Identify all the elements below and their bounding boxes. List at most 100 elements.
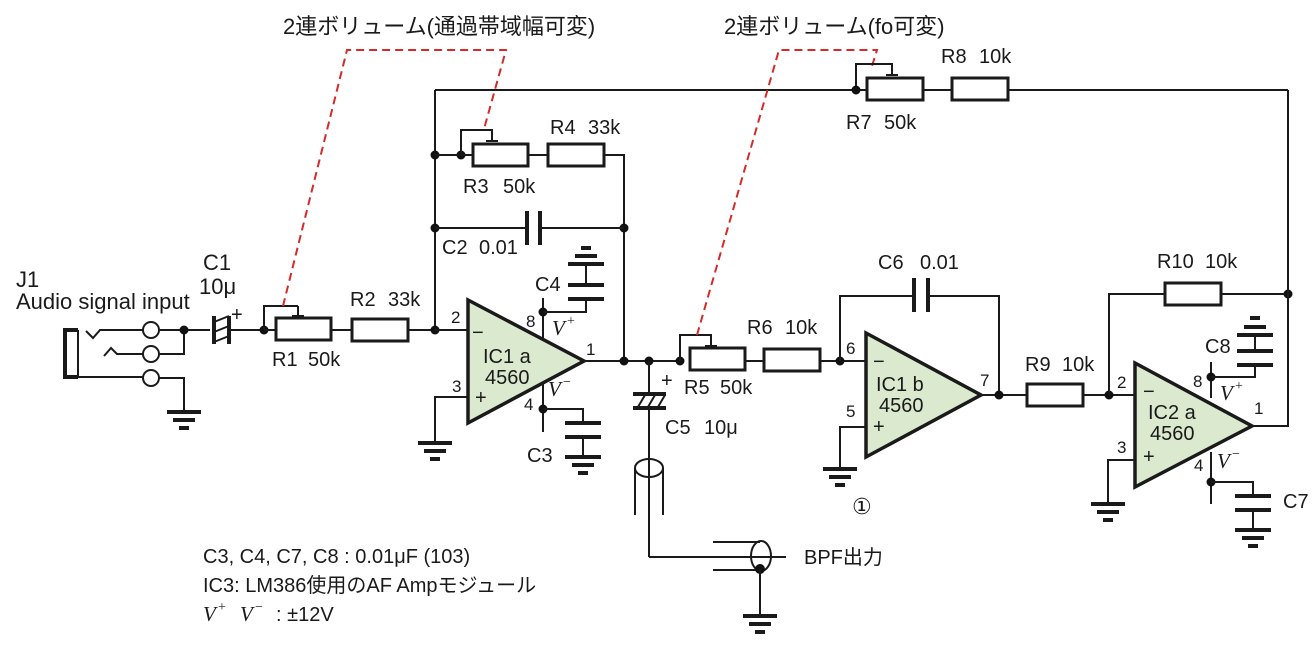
ic1a-pin-out: 1 [586,340,595,359]
wire [1107,459,1135,504]
j1-ref-label: J1 [16,267,39,292]
ic1a-pin-noninv: 3 [452,377,461,396]
junction-dot [851,85,861,95]
jack-terminal-sleeve [142,369,160,387]
potentiometer-r5 [679,334,747,372]
r8-ref-label: R8 [941,46,967,68]
r9-value-label: 10k [1062,354,1095,376]
ic1a-pin-vp: 8 [526,312,535,331]
capacitor-c6 [839,278,1000,395]
opamp-ic2a [1133,360,1256,490]
c4-ref-label: C4 [535,274,561,296]
resistor-r6 [762,347,822,373]
junction-dot [619,356,629,366]
r3-value-label: 50k [503,176,536,198]
ground-symbol [743,614,777,634]
note-capacitor-values: C3, C4, C7, C8 : 0.01μF (103) [203,546,470,568]
ic2a-vminus-label: V [1217,449,1232,473]
ic2a-vminus-sup: − [1232,447,1240,462]
gang-bandwidth-label: 2連ボリューム(通過帯域幅可変) [283,14,595,39]
r6-ref-label: R6 [747,317,773,339]
resistor-r9 [1025,382,1085,408]
wire [839,426,866,469]
ground-symbol [167,410,201,430]
ic1a-pin-vn: 4 [524,395,533,414]
c6-ref-label: C6 [878,252,904,274]
opamp-ic1b [864,330,985,460]
r9-ref-label: R9 [1025,354,1051,376]
r10-ref-label: R10 [1157,251,1194,273]
jack-terminal-tip [142,321,160,339]
wire [543,300,587,313]
wire [1108,293,1165,395]
ic1a-name: IC1 a [483,346,532,368]
wire [604,154,625,361]
c8-ref-label: C8 [1205,336,1231,358]
ic1a-vplus-sup: + [567,314,575,329]
note-vplus-sup: + [218,600,226,615]
note-vminus: V [240,602,255,626]
c1-value-label: 10μ [199,274,236,299]
capacitor-c7 [1235,494,1271,548]
ic2a-minus-sign: − [1143,381,1155,403]
ic2a-pin-noninv: 3 [1117,438,1126,457]
opamp-ic1a [466,297,588,426]
r5-value-label: 50k [720,377,753,399]
r7-value-label: 50k [884,112,917,134]
c5-polarity: + [661,370,673,392]
wire [434,396,468,443]
ic1b-pin-out: 7 [980,371,989,390]
ic1b-pin-noninv: 5 [846,402,855,421]
r1-value-label: 50k [308,349,341,371]
ic2a-pin-vn: 4 [1194,456,1203,475]
gang-fo-label: 2連ボリューム(fo可変) [724,14,945,39]
c6-value-label: 0.01 [920,252,959,274]
capacitor-c3 [565,421,601,475]
ic2a-pin-inv: 2 [1117,373,1126,392]
ic1a-vminus-sup: − [563,375,571,390]
r4-value-label: 33k [588,117,621,139]
j1-audio-jack [63,321,210,412]
shielded-cable [634,458,786,615]
capacitor-c5 [633,361,666,557]
jack-terminal-ring [142,345,160,363]
ic2a-pin-vp: 8 [1193,372,1202,391]
ground-symbol [823,467,857,487]
ic1a-pin-inv: 2 [451,308,460,327]
note-ic3: IC3: LM386使用のAF Ampモジュール [203,574,536,597]
circled-one-marker: ① [852,494,872,519]
note-vplus: V [203,602,218,626]
capacitor-c1 [212,315,262,344]
resistor-r2 [350,317,410,343]
resistor-r4 [546,142,606,168]
capacitor-c2 [435,211,624,245]
c2-value-label: 0.01 [479,237,518,259]
gang-link-bandwidth [282,49,508,307]
c1-ref-label: C1 [203,250,231,275]
resistor-r8 [950,76,1010,102]
bpf-output-label: BPF出力 [804,546,883,569]
ic2a-vplus-label: V [1220,381,1235,405]
ic1a-vminus-label: V [548,377,563,401]
wire [1211,365,1256,378]
ground-symbol [1091,502,1125,522]
ic1b-plus-sign: + [873,416,885,438]
c7-ref-label: C7 [1283,491,1309,513]
r6-value-label: 10k [785,317,818,339]
ic1a-plus-sign: + [475,387,487,409]
wire-right-feedback [1252,90,1289,427]
ic1b-name: IC1 b [876,374,924,396]
wire [159,330,185,355]
junction-dot [994,390,1004,400]
ground-symbol [418,441,452,461]
capacitor-c8 [1237,316,1273,367]
ic2a-part: 4560 [1150,423,1195,445]
potentiometer-r7 [855,63,925,102]
potentiometer-r3 [460,129,530,168]
j1-desc-label: Audio signal input [16,289,190,314]
r7-ref-label: R7 [846,112,872,134]
wire [1211,481,1254,494]
junction-dot [179,325,189,335]
ic2a-name: IC2 a [1148,402,1197,424]
